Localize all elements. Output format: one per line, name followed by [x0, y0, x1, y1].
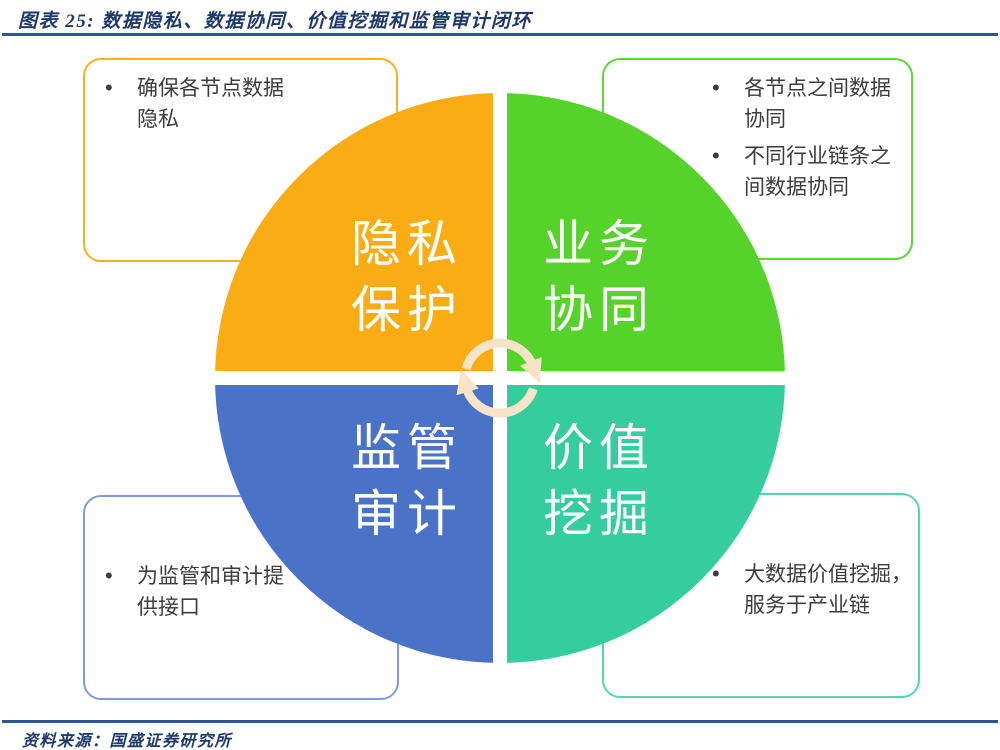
quadrant-label: 价值 挖掘: [543, 420, 655, 542]
quadrant-value-mining: 价值 挖掘: [507, 385, 785, 663]
quadrant-label: 业务 协同: [543, 216, 655, 338]
header-rule: [2, 33, 998, 36]
quadrant-privacy-protection: 隐私 保护: [215, 93, 493, 371]
footer-rule: [2, 720, 998, 723]
cycle-arrows-icon: [450, 330, 550, 426]
quadrant-label: 监管 审计: [351, 420, 463, 542]
quadrant-business-collaboration: 业务 协同: [507, 93, 785, 371]
quadrant-label: 隐私 保护: [351, 216, 463, 338]
figure-title: 图表 25: 数据隐私、数据协同、价值挖掘和监管审计闭环: [18, 11, 532, 32]
quadrant-regulatory-audit: 监管 审计: [215, 385, 493, 663]
source-note: 资料来源：国盛证券研究所: [22, 733, 233, 750]
cycle-diagram-circle: 隐私 保护 业务 协同 监管 审计 价值 挖掘: [215, 93, 785, 663]
